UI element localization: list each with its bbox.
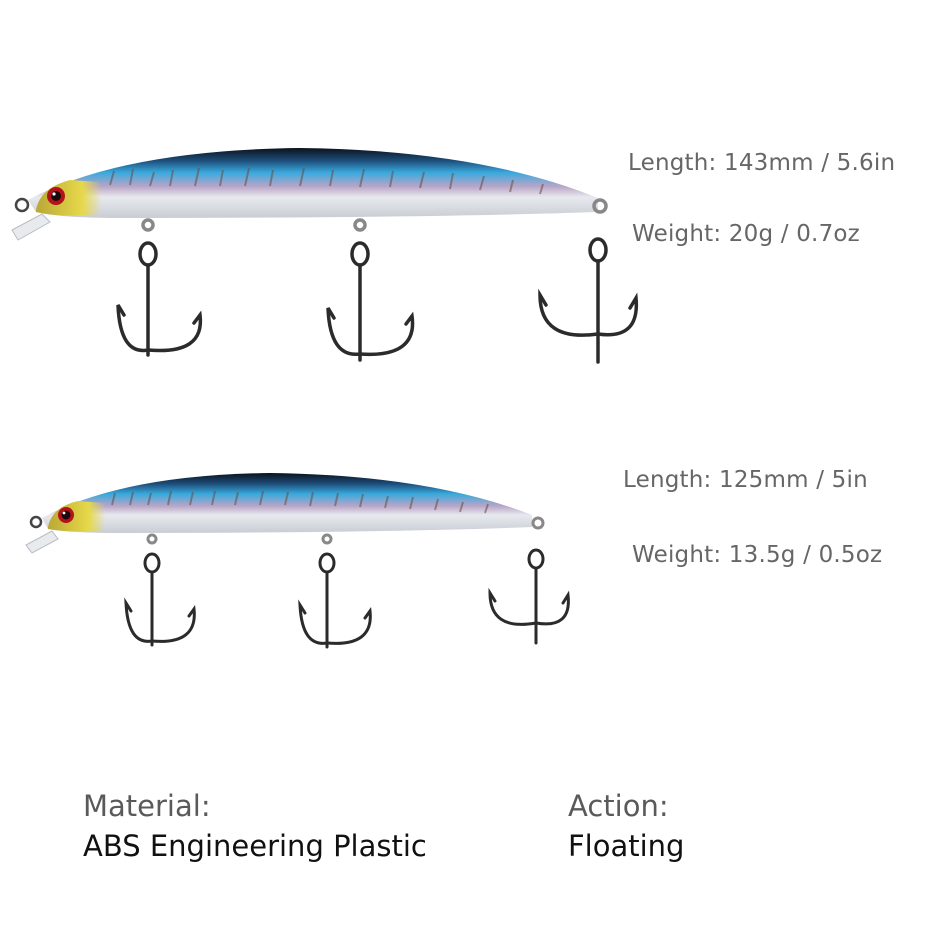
action-value: Floating — [568, 829, 685, 863]
small-lure-length: Length: 125mm / 5in — [623, 467, 868, 493]
material-value: ABS Engineering Plastic — [83, 829, 427, 863]
fishing-lure-large-image — [11, 148, 639, 364]
fishing-lure-small-image — [25, 473, 570, 649]
material-label: Material: — [83, 789, 211, 823]
large-lure-weight: Weight: 20g / 0.7oz — [632, 221, 860, 247]
large-lure-length: Length: 143mm / 5.6in — [628, 150, 896, 176]
action-label: Action: — [568, 789, 669, 823]
small-lure-weight: Weight: 13.5g / 0.5oz — [632, 542, 883, 568]
